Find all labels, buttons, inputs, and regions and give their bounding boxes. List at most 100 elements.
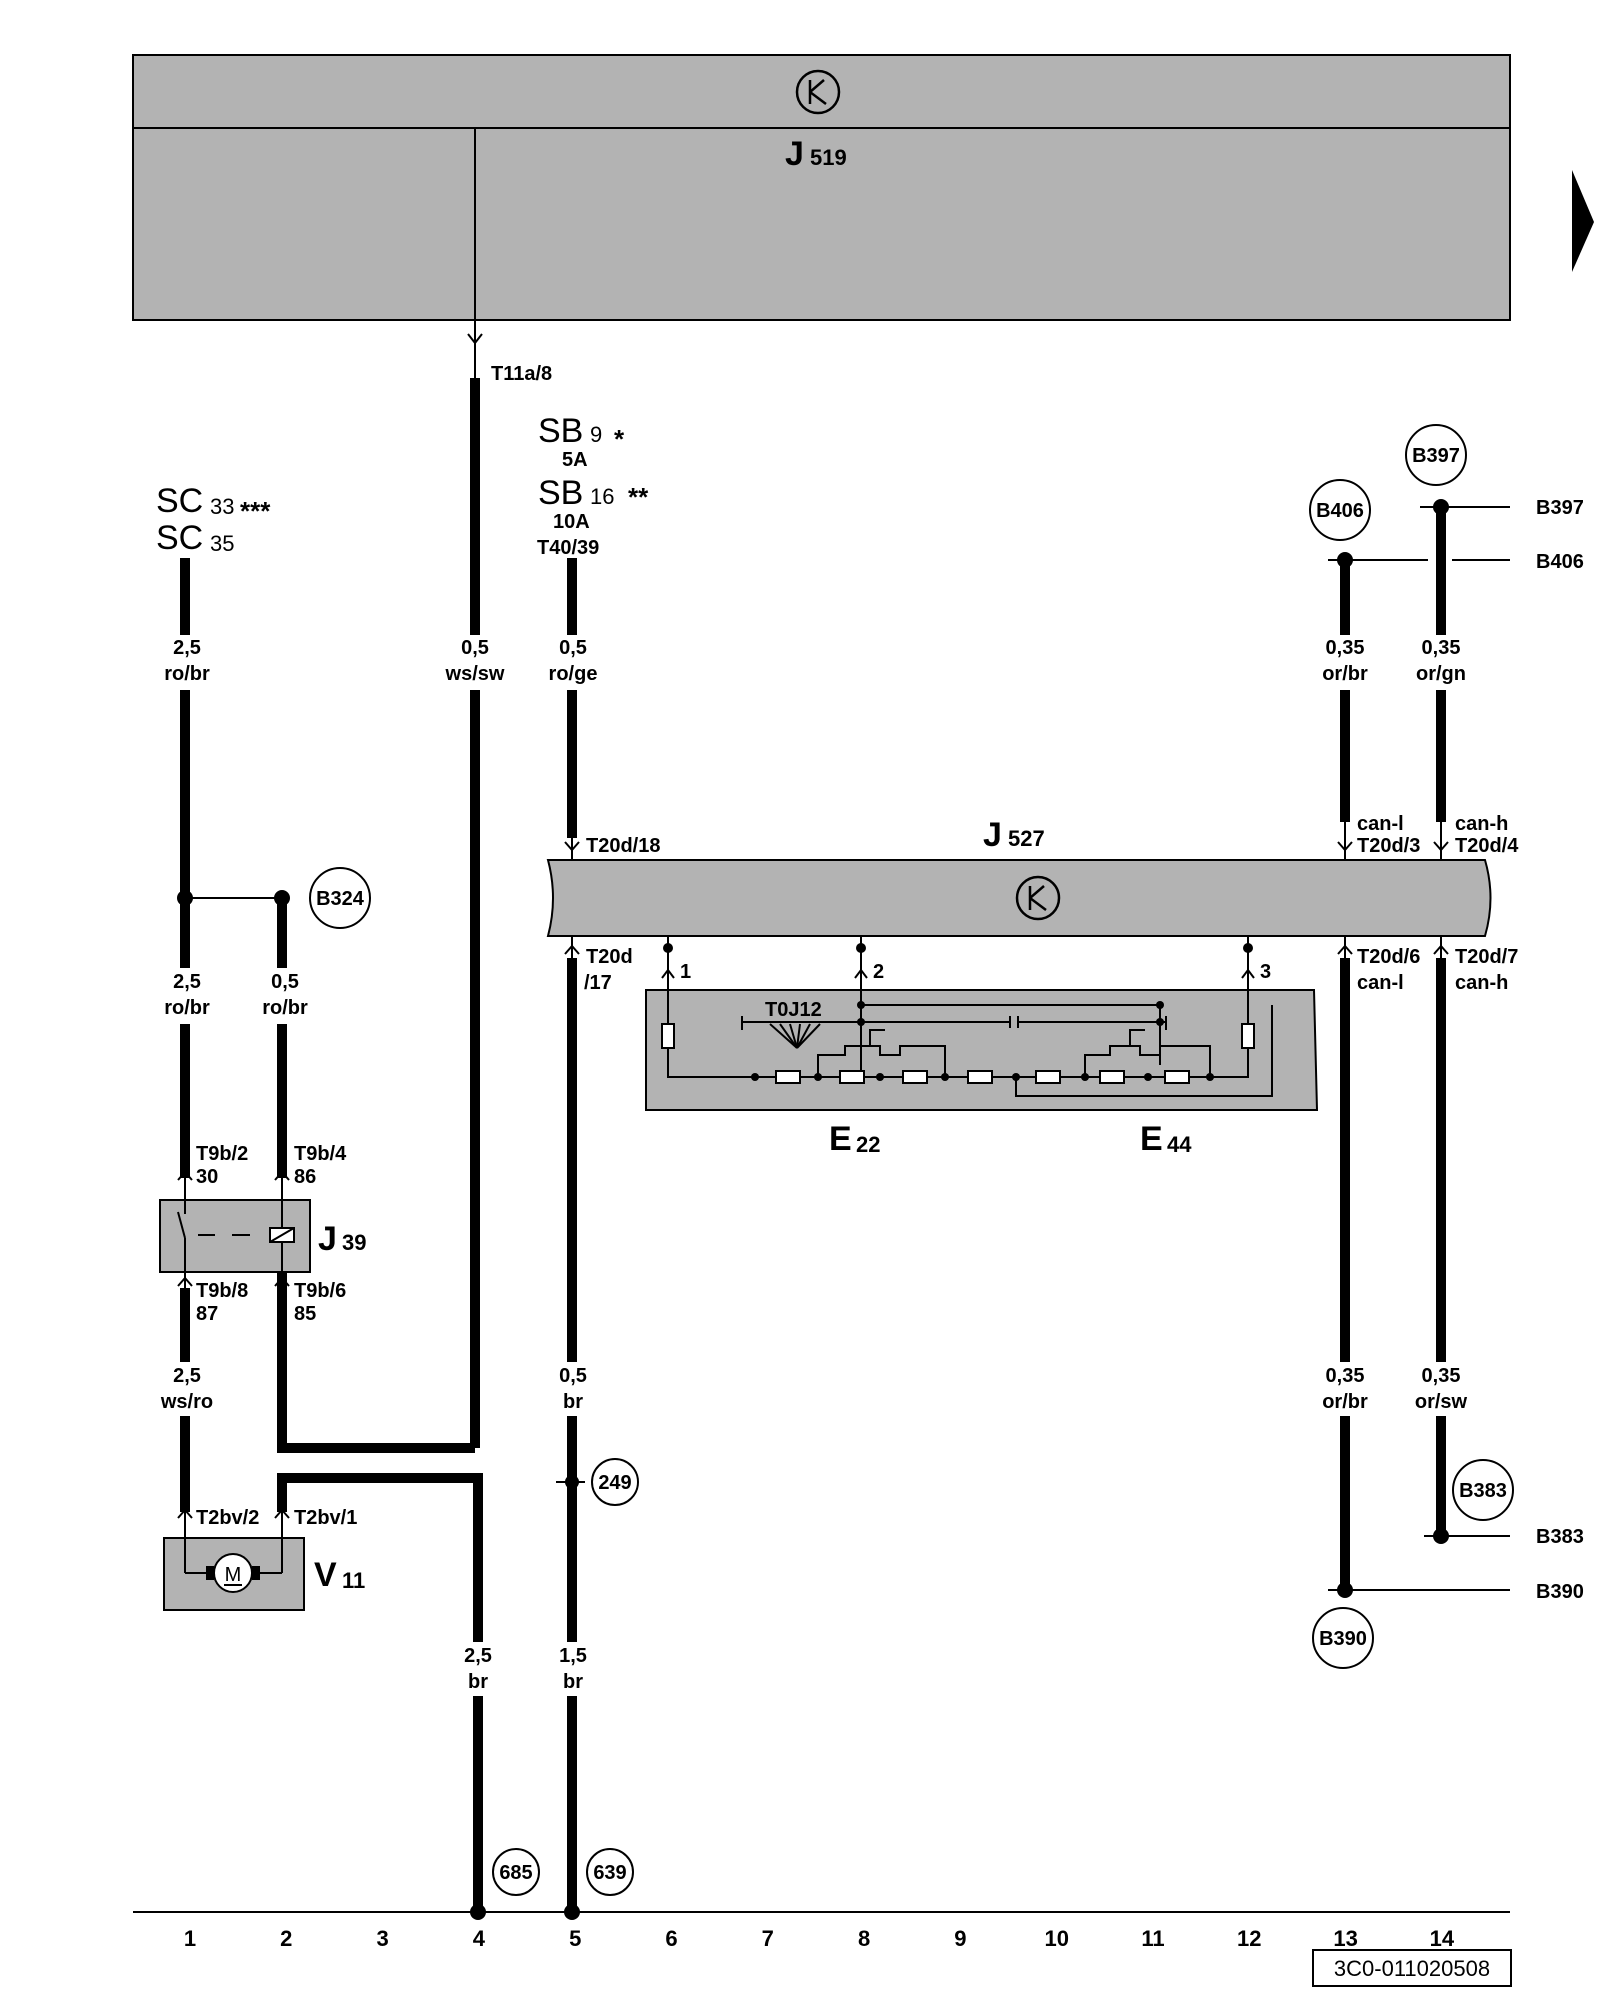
- reference-b406: B406: [1536, 551, 1584, 573]
- electronic-unit-icon: [795, 69, 841, 115]
- connector-label: /17: [584, 972, 612, 994]
- pin-label: 1: [680, 961, 691, 983]
- track-number: 4: [473, 1926, 486, 1951]
- wire-size: 0,35: [1326, 637, 1365, 659]
- reference-b397: B397: [1536, 497, 1584, 519]
- wire-color: ws/sw: [445, 663, 505, 685]
- connector-label: T9b/4: [294, 1143, 347, 1165]
- fuse-sc33-marks: ***: [240, 496, 271, 526]
- track-number: 7: [762, 1926, 774, 1951]
- point-b383: B383: [1452, 1459, 1514, 1521]
- wire-size: 0,35: [1422, 1365, 1461, 1387]
- track-number: 2: [280, 1926, 292, 1951]
- reference-b390: B390: [1536, 1581, 1584, 1603]
- wire-size: 0,5: [461, 637, 489, 659]
- control-unit-j519: J 519: [132, 54, 1511, 321]
- pin-label: 3: [1260, 961, 1271, 983]
- pin-label: 86: [294, 1166, 316, 1188]
- point-b324: B324: [309, 867, 371, 929]
- fuse-sc33-number: 33: [210, 494, 234, 519]
- point-b406: B406: [1309, 479, 1371, 541]
- fuse-sb9-marks: *: [614, 424, 625, 454]
- fuse-sb9-rating: 5A: [562, 449, 588, 471]
- reference-labels: B397 B406 B383 B390: [1536, 497, 1584, 1603]
- wire-color: br: [563, 1671, 583, 1693]
- track-number: 14: [1430, 1926, 1455, 1951]
- pin-label: 30: [196, 1166, 218, 1188]
- fuse-sb9-prefix: SB: [538, 412, 583, 450]
- track-number: 5: [569, 1926, 581, 1951]
- diagram-code: 3C0-011020508: [1312, 1949, 1512, 1987]
- pin-label: 85: [294, 1303, 316, 1325]
- connector-label: T9b/2: [196, 1143, 248, 1165]
- relay-j39: J 39 T9b/2 30 T9b/4 86 T9b/8 87 T9b/6 85: [159, 1143, 366, 1325]
- svg-text:B406: B406: [1316, 500, 1364, 522]
- connector-label: T20d/18: [586, 835, 660, 857]
- control-unit-j527: J 527: [546, 816, 1492, 937]
- fuse-sb16-marks: **: [628, 482, 649, 512]
- track-number: 9: [954, 1926, 966, 1951]
- connector-label: T20d/4: [1455, 835, 1519, 857]
- wire-size: 2,5: [173, 1365, 201, 1387]
- connector-label: can-h: [1455, 813, 1508, 835]
- connection-points: B324 B406 B397 B383 B390 249 685 639: [309, 424, 1514, 1896]
- e22-letter: E: [829, 1120, 852, 1158]
- track-number: 12: [1237, 1926, 1261, 1951]
- e44-letter: E: [1140, 1120, 1163, 1158]
- wire-color: ro/br: [262, 997, 308, 1019]
- connector-t11a-8: T11a/8: [467, 320, 552, 385]
- svg-text:B383: B383: [1459, 1480, 1507, 1502]
- wire-color: or/sw: [1415, 1391, 1468, 1413]
- t0j12-label: T0J12: [765, 999, 822, 1021]
- e44-number: 44: [1167, 1132, 1192, 1157]
- switch-block-e22-e44: 1 2 3: [645, 936, 1319, 1158]
- connector-label: T20d/7: [1455, 946, 1518, 968]
- wire-track-4: [277, 378, 483, 1912]
- wire-track-13-14: [1328, 499, 1510, 1598]
- ground-bus: [133, 1904, 1510, 1920]
- wire-color: ro/br: [164, 663, 210, 685]
- wire-size: 0,5: [271, 971, 299, 993]
- connector-label: T20d: [586, 946, 633, 968]
- connector-label: T11a/8: [491, 363, 552, 385]
- fuse-connector: T40/39: [537, 537, 599, 559]
- track-number: 8: [858, 1926, 870, 1951]
- motor-v11: M T2bv/2 T2bv/1 V 11: [163, 1507, 365, 1611]
- connector-label: T9b/8: [196, 1280, 248, 1302]
- next-page-arrow-icon[interactable]: [1572, 170, 1594, 272]
- wire-color: br: [468, 1671, 488, 1693]
- track-number: 3: [376, 1926, 388, 1951]
- svg-text:B390: B390: [1319, 1628, 1367, 1650]
- connector-label: can-l: [1357, 813, 1404, 835]
- fuse-sb9-number: 9: [590, 422, 602, 447]
- wire-size: 0,5: [559, 1365, 587, 1387]
- v11-number: 11: [342, 1568, 365, 1593]
- v11-letter: V: [314, 1556, 337, 1594]
- wire-size: 2,5: [173, 637, 201, 659]
- track-number: 1: [184, 1926, 196, 1951]
- motor-icon: M: [213, 1553, 253, 1593]
- svg-text:685: 685: [499, 1862, 532, 1884]
- wire-color: ro/br: [164, 997, 210, 1019]
- connector-label: T9b/6: [294, 1280, 346, 1302]
- j527-top-connectors: T20d/18 can-l T20d/3 can-h T20d/4: [564, 813, 1519, 860]
- switch-junction-dots: [751, 1001, 1214, 1081]
- pin-label: 87: [196, 1303, 218, 1325]
- connector-label: T2bv/1: [294, 1507, 357, 1529]
- wire-color: or/br: [1322, 1391, 1368, 1413]
- wire-labels: 2,5 ro/br 0,5 ws/sw 0,5 ro/ge 0,35 or/br…: [160, 637, 1468, 1693]
- wire-track-5: [556, 558, 585, 1912]
- connector-label: can-h: [1455, 972, 1508, 994]
- wire-size: 0,35: [1422, 637, 1461, 659]
- wire-color: ws/ro: [160, 1391, 213, 1413]
- j39-letter: J: [318, 1220, 337, 1258]
- e22-number: 22: [856, 1132, 880, 1157]
- track-number: 10: [1044, 1926, 1068, 1951]
- j519-number: 519: [810, 145, 847, 170]
- wire-size: 2,5: [173, 971, 201, 993]
- svg-text:249: 249: [598, 1472, 631, 1494]
- point-b390: B390: [1312, 1607, 1374, 1669]
- svg-text:3C0-011020508: 3C0-011020508: [1334, 1956, 1490, 1981]
- wire-size: 0,35: [1326, 1365, 1365, 1387]
